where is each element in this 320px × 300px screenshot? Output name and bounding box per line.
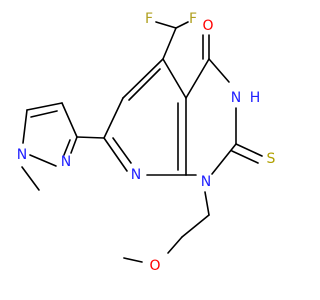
bond-c7-n8: [103, 137, 128, 172]
bond-c5-c4a: [162, 58, 187, 99]
molecule-diagram: F F O N H S N N N N O: [17, 11, 276, 274]
bond-pz-c4-c5: [26, 102, 63, 111]
bond-c7-pz-c3: [76, 136, 105, 139]
atom-o-carbonyl: O: [202, 18, 213, 34]
bond-n1-ch2a: [204, 191, 210, 216]
bond-pz-n1-methyl: [21, 166, 40, 191]
bond-chf2-f-left: [155, 21, 177, 29]
atom-f-left: F: [145, 11, 153, 27]
atom-n3: N: [231, 90, 241, 106]
atom-o-ether: O: [149, 258, 160, 274]
atom-n3-hydrogen: H: [250, 90, 261, 106]
atom-n-pyridine: N: [131, 167, 141, 183]
atom-s-thione: S: [267, 151, 276, 167]
bond-c4-n3: [208, 58, 230, 83]
structure-canvas: F F O N H S N N N N O: [17, 11, 276, 274]
atom-label-layer: F F O N H S N N N N O: [17, 11, 276, 274]
bond-pz-c4-c5-double: [30, 110, 58, 118]
bond-ch2b-o: [167, 236, 183, 254]
atom-n-pyrazole-2: N: [61, 154, 71, 170]
bond-pz-n1-n2: [29, 154, 57, 167]
bond-pz-c3-c4: [61, 102, 78, 138]
bond-c2-s-double: [231, 150, 259, 164]
bond-chf2-f-right: [175, 21, 189, 29]
bond-c4a-c4: [185, 58, 210, 99]
bond-layer: [21, 21, 263, 263]
bond-chf2-c5: [162, 27, 177, 60]
bond-o-ch3: [123, 257, 143, 263]
bond-c7-n8-double: [112, 137, 132, 164]
bond-pz-n2-c3: [70, 136, 78, 154]
atom-n1: N: [201, 174, 211, 190]
bond-pz-c5-n1: [22, 109, 28, 144]
bond-pz-n2-c3-double: [63, 139, 71, 156]
atom-f-right: F: [189, 11, 197, 27]
bond-c2-n1: [211, 143, 237, 175]
bond-ch2a-ch2b: [181, 214, 210, 238]
bond-c2-s: [235, 143, 263, 157]
atom-n-pyrazole-1: N: [17, 147, 27, 163]
bond-c5-c6: [122, 58, 164, 99]
bond-c6-c7: [103, 97, 124, 139]
bond-c5-c6-double: [128, 68, 161, 101]
